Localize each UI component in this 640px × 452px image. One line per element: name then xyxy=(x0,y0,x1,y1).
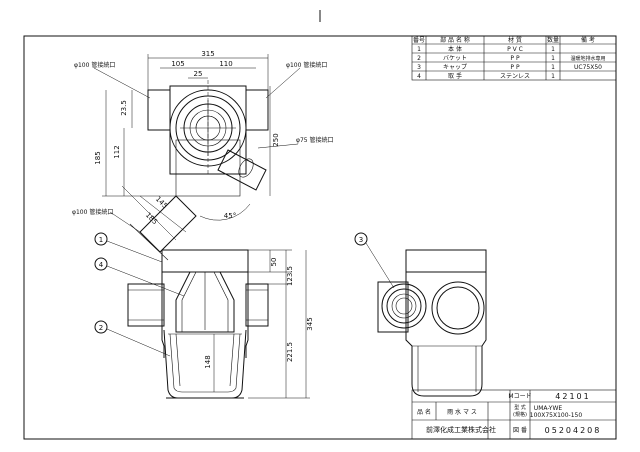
tb-model-label-2: (規格) xyxy=(513,411,527,418)
balloon-4: 4 xyxy=(99,261,104,269)
parts-row-1-no: 1 xyxy=(417,46,421,53)
tb-model-value-2: 100X75X100-150 xyxy=(530,412,583,419)
parts-row-4-name: 取 手 xyxy=(448,72,462,80)
parts-row-3-note: UC75X50 xyxy=(574,64,602,71)
balloon-2: 2 xyxy=(99,324,103,332)
tb-model-label-1: 型 式 xyxy=(514,404,526,411)
parts-header-material: 材 質 xyxy=(508,36,522,44)
parts-row-2-name: バケット xyxy=(443,55,467,62)
tb-company: 前澤化成工業株式会社 xyxy=(426,425,496,434)
parts-row-4-no: 4 xyxy=(417,73,421,80)
tb-mcode-value: 42101 xyxy=(555,392,590,401)
label-pipe-tr: φ100 管接続口 xyxy=(286,61,327,69)
parts-row-2-note: 温暖地排水専用 xyxy=(570,55,605,62)
sheet-border xyxy=(23,35,617,440)
parts-header-no: 番号 xyxy=(413,37,425,44)
parts-row-3-no: 3 xyxy=(417,64,421,71)
parts-row-2-material: P P xyxy=(510,55,520,62)
parts-header-note: 備 考 xyxy=(581,36,595,44)
parts-row-1-material: P V C xyxy=(507,46,523,53)
parts-row-1-qty: 1 xyxy=(551,46,555,53)
parts-table: 番号 部 品 名 称 材 質 数量 備 考 1 本 体 P V C 1 2 バケ… xyxy=(411,35,617,81)
title-block: Mコード 42101 品 名 雨 水 マ ス 型 式 (規格) UMA-YWE … xyxy=(411,389,617,440)
front-dimensions: 50 123.5 345 221.5 148 xyxy=(204,249,314,399)
tb-drawing-no-label: 図 番 xyxy=(513,427,527,434)
tb-model-value-1: UMA-YWE xyxy=(534,405,563,412)
parts-row-2-qty: 1 xyxy=(551,55,555,62)
balloons: 1 4 2 3 xyxy=(94,232,395,357)
tb-name-label: 品 名 xyxy=(417,408,431,416)
tb-name-value: 雨 水 マ ス xyxy=(447,408,477,416)
top-dimensions: 315 105 110 25 φ100 管接続口 φ100 管接続口 185 1… xyxy=(72,50,334,241)
dim-front-123-5: 123.5 xyxy=(286,266,294,286)
dim-top-angle: 45° xyxy=(224,212,236,220)
dim-top-250: 250 xyxy=(272,133,280,146)
dim-top-145: 145 xyxy=(154,195,169,210)
label-pipe-75: φ75 管接続口 xyxy=(296,136,334,144)
parts-row-3-name: キャップ xyxy=(443,64,467,71)
label-pipe-tl: φ100 管接続口 xyxy=(74,61,115,69)
dim-top-110: 110 xyxy=(219,60,232,68)
parts-row-3-material: P P xyxy=(510,64,520,71)
side-view xyxy=(377,249,487,397)
tb-mcode-label: Mコード xyxy=(508,393,531,400)
balloon-3: 3 xyxy=(359,236,363,244)
dim-top-112: 112 xyxy=(113,145,121,158)
parts-row-2-no: 2 xyxy=(417,55,421,62)
dim-front-221-5: 221.5 xyxy=(286,342,294,362)
parts-header-name: 部 品 名 称 xyxy=(440,36,470,44)
dim-top-185-left: 185 xyxy=(94,151,102,164)
dim-front-148: 148 xyxy=(204,355,212,368)
tb-drawing-no-value: 05204208 xyxy=(545,426,602,435)
parts-row-4-qty: 1 xyxy=(551,73,555,80)
parts-row-4-material: ステンレス xyxy=(500,73,530,80)
front-view xyxy=(127,249,269,399)
label-pipe-bl: φ100 管接続口 xyxy=(72,208,113,216)
dim-top-23-5: 23.5 xyxy=(120,100,128,116)
dim-top-25: 25 xyxy=(194,70,203,78)
top-view xyxy=(129,80,269,261)
dim-top-105: 105 xyxy=(171,60,184,68)
parts-row-3-qty: 1 xyxy=(551,64,555,71)
dim-top-185-diag: 185 xyxy=(144,211,159,226)
dim-top-315: 315 xyxy=(201,50,214,58)
balloon-1: 1 xyxy=(99,236,103,244)
parts-row-1-name: 本 体 xyxy=(448,45,462,53)
parts-header-qty: 数量 xyxy=(547,36,559,44)
dim-front-50: 50 xyxy=(270,258,278,267)
dim-front-345: 345 xyxy=(306,317,314,330)
